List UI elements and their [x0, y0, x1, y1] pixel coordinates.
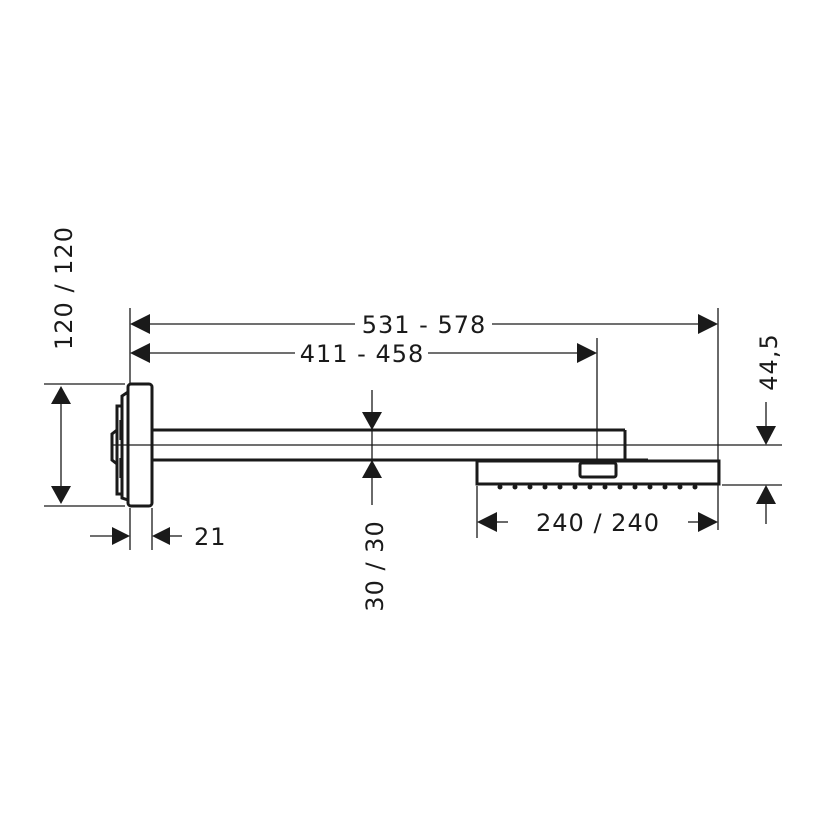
arm-cross-section-label: 30 / 30	[361, 520, 389, 611]
dimension-wall-plate-size: 120 / 120	[50, 226, 78, 504]
head-offset-label: 44,5	[755, 333, 783, 390]
wall-plate-depth-label: 21	[194, 523, 227, 551]
dimension-wall-plate-depth: 21	[90, 523, 227, 551]
head-size-label: 240 / 240	[536, 509, 660, 537]
dimension-head-offset: 44,5	[755, 333, 783, 524]
extension-lines	[44, 308, 782, 550]
dimension-head-size: 240 / 240	[477, 509, 718, 537]
arm-length-label: 411 - 458	[300, 340, 425, 368]
dimension-arm-cross-section: 30 / 30	[361, 390, 389, 612]
overall-length-label: 531 - 578	[362, 311, 487, 339]
dimension-arm-length: 411 - 458	[130, 340, 597, 368]
dimension-overall-length: 531 - 578	[130, 311, 718, 339]
wall-plate-size-label: 120 / 120	[50, 226, 78, 350]
spray-nozzles	[497, 484, 698, 490]
shower-arm	[112, 428, 782, 462]
shower-head	[475, 458, 721, 490]
